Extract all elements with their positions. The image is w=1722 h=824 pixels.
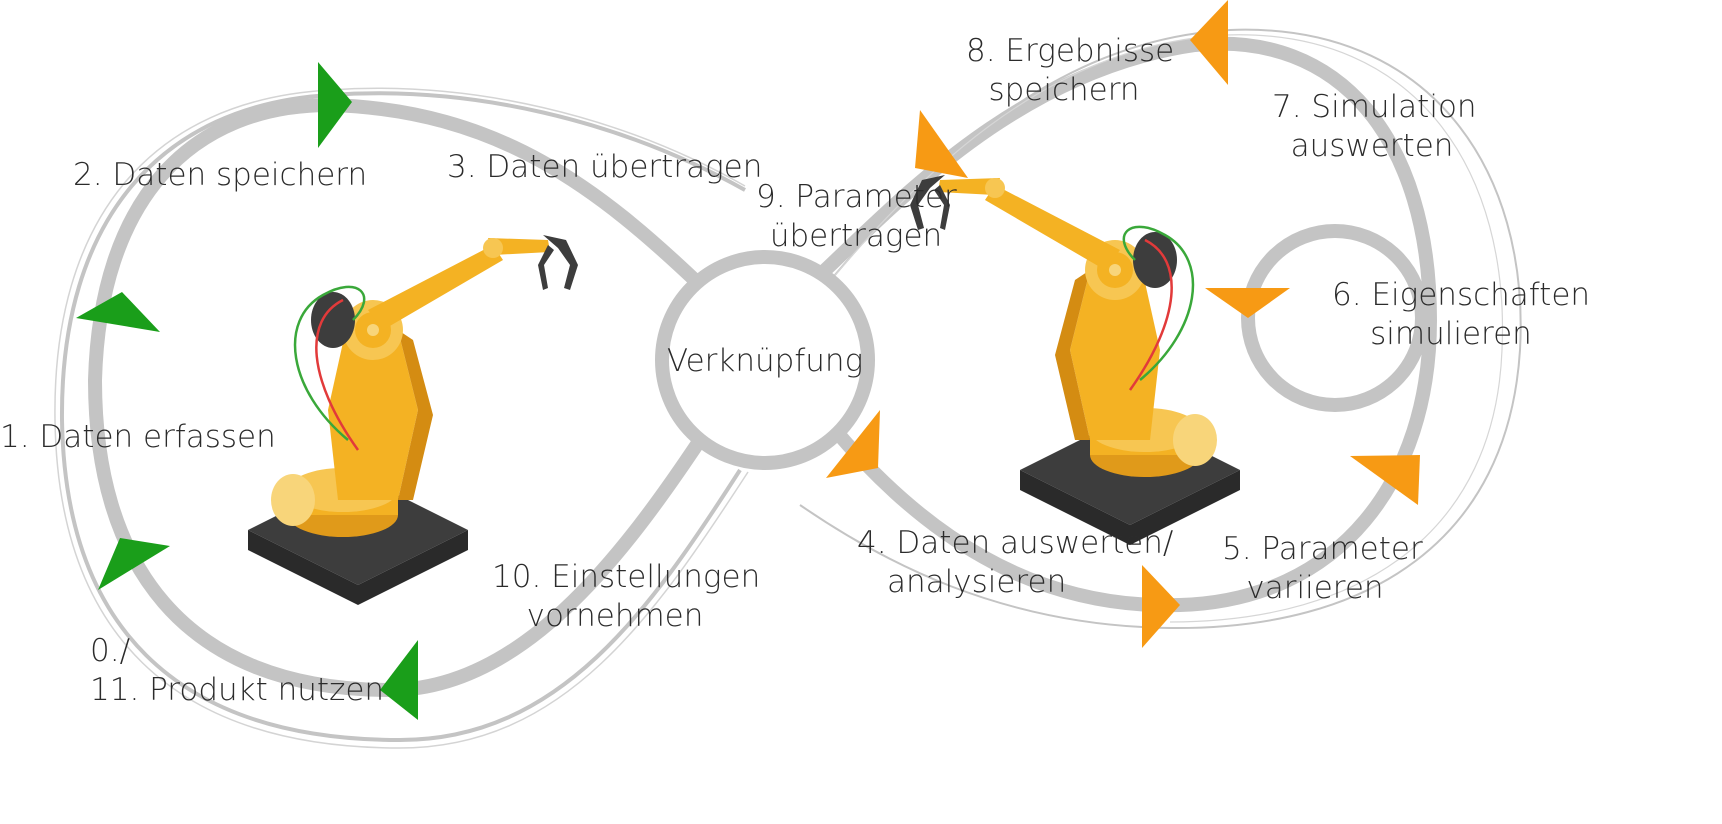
hub-label: Verknüpfung bbox=[662, 342, 868, 381]
step-4-label: 4. Daten auswerten/ analysieren bbox=[857, 524, 1173, 602]
step-7-line2: auswerten bbox=[1290, 128, 1454, 164]
arrow-green-bottom bbox=[380, 640, 418, 720]
step-5-line2: variieren bbox=[1246, 570, 1384, 606]
arrow-orange-hub-right bbox=[915, 110, 968, 178]
step-5-line1: 5. Parameter bbox=[1222, 531, 1423, 567]
step-10-label: 10. Einstellungen vornehmen bbox=[492, 558, 761, 636]
step-7-line1: 7. Simulation bbox=[1272, 89, 1477, 125]
step-6-line1: 6. Eigenschaften bbox=[1332, 277, 1591, 313]
arrow-orange-hub-lower bbox=[826, 410, 880, 478]
arrow-green-left-upper bbox=[76, 292, 160, 332]
hub-circle bbox=[655, 250, 875, 470]
left-loop-track bbox=[87, 97, 707, 698]
right-robot-icon bbox=[908, 173, 1242, 547]
step-4-line2: analysieren bbox=[887, 564, 1067, 600]
step-6-label: 6. Eigenschaften simulieren bbox=[1332, 276, 1591, 354]
left-robot-icon bbox=[246, 233, 580, 607]
arrow-green-left-lower bbox=[98, 538, 170, 590]
step-2-text: 2. Daten speichern bbox=[73, 157, 368, 193]
step-9-line1: 9. Parameter bbox=[756, 179, 957, 215]
right-loop-track bbox=[813, 36, 1438, 613]
step-2-label: 2. Daten speichern bbox=[73, 156, 367, 195]
step-1-label: 1. Daten erfassen bbox=[0, 418, 276, 457]
step-9-line2: übertragen bbox=[769, 218, 943, 254]
arrow-orange-right bbox=[1350, 455, 1420, 505]
step-3-text: 3. Daten übertragen bbox=[447, 149, 763, 185]
step-8-line1: 8. Ergebnisse bbox=[966, 33, 1175, 69]
arrow-orange-subloop bbox=[1205, 288, 1290, 318]
step-7-label: 7. Simulation auswerten bbox=[1272, 88, 1477, 166]
step-5-label: 5. Parameter variieren bbox=[1222, 530, 1423, 608]
step-3-label: 3. Daten übertragen bbox=[447, 148, 762, 187]
step-8-label: 8. Ergebnisse speichern bbox=[966, 32, 1175, 110]
arrow-green-top bbox=[318, 62, 352, 148]
step-8-line2: speichern bbox=[988, 72, 1140, 108]
step-0-line1: 0./ bbox=[90, 633, 131, 669]
step-0-line2: 11. Produkt nutzen bbox=[90, 672, 385, 708]
step-0-label: 0./ 11. Produkt nutzen bbox=[90, 632, 384, 710]
step-10-line2: vornehmen bbox=[526, 598, 704, 634]
step-10-line1: 10. Einstellungen bbox=[492, 559, 761, 595]
step-1-text: 1. Daten erfassen bbox=[0, 419, 276, 455]
arrow-orange-bottom bbox=[1142, 565, 1180, 648]
step-9-label: 9. Parameter übertragen bbox=[756, 178, 957, 256]
hub-label-text: Verknüpfung bbox=[666, 343, 864, 379]
step-6-line2: simulieren bbox=[1370, 316, 1532, 352]
arrow-orange-top bbox=[1190, 0, 1228, 85]
step-4-line1: 4. Daten auswerten/ bbox=[857, 525, 1174, 561]
